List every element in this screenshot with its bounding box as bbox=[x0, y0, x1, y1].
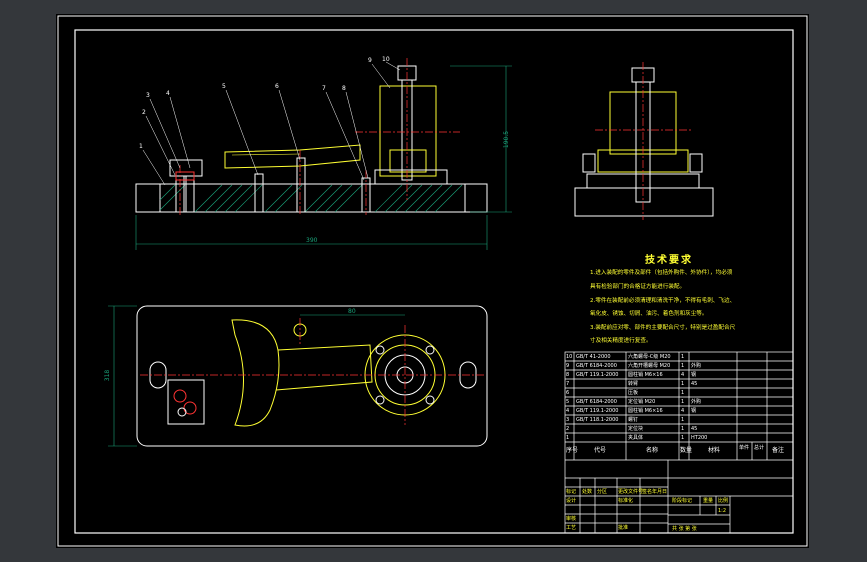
bom-row-7-no: 7 bbox=[566, 381, 570, 387]
bom-row-5-no: 5 bbox=[566, 399, 570, 405]
tech-line-5: 3.装配前应对零、部件的主要配合尺寸，特别是过盈配合尺 bbox=[590, 325, 736, 331]
balloon-5: 5 bbox=[222, 83, 226, 90]
tech-line-6: 寸及相关精度进行复查。 bbox=[590, 338, 652, 344]
outer-frame bbox=[57, 15, 808, 547]
bom-row-4-mat: 钢 bbox=[691, 408, 697, 414]
bom-row-3-no: 3 bbox=[566, 417, 570, 423]
bom-row-9-name: 六角开槽螺母 M20 bbox=[628, 363, 671, 369]
bom-header-name: 名称 bbox=[646, 447, 659, 454]
sheet-info: 共 张 第 张 bbox=[672, 526, 697, 532]
bom-row-1-mat: HT200 bbox=[691, 435, 708, 441]
bom-header-qty: 数量 bbox=[680, 447, 693, 454]
balloon-6: 6 bbox=[275, 83, 279, 90]
sign-count: 处数 bbox=[582, 489, 593, 495]
bom-row-9-mat: 外购 bbox=[691, 363, 702, 369]
bom-row-1-name: 夹具体 bbox=[628, 435, 644, 441]
bom-row-7-qty: 1 bbox=[681, 381, 685, 387]
sign-approve: 批准 bbox=[618, 525, 629, 531]
bom-row-1-no: 1 bbox=[566, 435, 570, 441]
bom-row-6-no: 6 bbox=[566, 390, 570, 396]
bom-header-remark: 备注 bbox=[772, 447, 785, 454]
balloon-7: 7 bbox=[322, 85, 326, 92]
bom-row-8-name: 圆柱销 M6×16 bbox=[628, 372, 663, 378]
side-view bbox=[574, 62, 714, 220]
balloon-4: 4 bbox=[166, 90, 170, 97]
bom-row-10-name: 六角螺母-C级 M20 bbox=[628, 354, 671, 360]
bom-row-9-qty: 1 bbox=[681, 363, 685, 369]
sign-zone: 分区 bbox=[597, 489, 608, 495]
bom-header-code: 代号 bbox=[594, 447, 607, 454]
bom-row-5-code: GB/T 6184-2000 bbox=[576, 399, 617, 405]
balloon-1: 1 bbox=[139, 143, 143, 150]
bom-row-4-code: GB/T 119.1-2000 bbox=[576, 408, 619, 414]
bom-row-10-qty: 1 bbox=[681, 354, 685, 360]
bom-header-mat: 材料 bbox=[708, 447, 721, 454]
bom-row-7-name: 转臂 bbox=[628, 381, 639, 387]
bom-row-10-no: 10 bbox=[566, 354, 573, 360]
sign-standard: 标准化 bbox=[618, 498, 634, 504]
title-block-grid bbox=[564, 351, 794, 534]
bom-header-total: 总计 bbox=[754, 445, 765, 451]
bom-row-3-qty: 1 bbox=[681, 417, 685, 423]
bom-row-3-name: 螺钉 bbox=[628, 417, 639, 423]
balloon-8: 8 bbox=[342, 85, 346, 92]
bom-row-9-no: 9 bbox=[566, 363, 570, 369]
bom-row-7-mat: 45 bbox=[691, 381, 698, 387]
bom-row-4-no: 4 bbox=[566, 408, 570, 414]
tech-requirements-title: 技术要求 bbox=[645, 255, 693, 266]
weight-label: 重量 bbox=[703, 498, 714, 504]
dim-width-text: 318 bbox=[104, 369, 112, 382]
balloon-9: 9 bbox=[368, 57, 372, 64]
sign-design: 设计 bbox=[566, 498, 577, 504]
bom-row-2-qty: 1 bbox=[681, 426, 685, 432]
bom-row-1-qty: 1 bbox=[681, 435, 685, 441]
bom-row-8-code: GB/T 119.1-2000 bbox=[576, 372, 619, 378]
dim-length-text: 390 bbox=[306, 237, 318, 244]
sign-date: 年月日 bbox=[652, 489, 668, 495]
bom-header-unit: 单件 bbox=[739, 445, 750, 451]
sign-process: 工艺 bbox=[566, 525, 577, 531]
sign-signature: 签名 bbox=[642, 489, 653, 495]
dim-height-text: 190.5 bbox=[503, 130, 511, 149]
tech-line-4: 氧化皮、锈蚀、切屑、油污、着色剂和灰尘等。 bbox=[590, 311, 708, 317]
bom-row-4-name: 圆柱销 M6×16 bbox=[628, 408, 663, 414]
bom-row-6-name: 压板 bbox=[628, 390, 639, 396]
dim-span-text: 80 bbox=[348, 308, 356, 315]
bom-row-2-no: 2 bbox=[566, 426, 570, 432]
bom-row-8-mat: 钢 bbox=[691, 372, 697, 378]
balloon-3: 3 bbox=[146, 92, 150, 99]
inner-frame bbox=[74, 29, 794, 534]
top-view bbox=[108, 305, 488, 447]
tech-line-1: 1.进入装配的零件及部件（包括外购件、外协件），均必须 bbox=[590, 270, 733, 276]
bom-row-2-mat: 45 bbox=[691, 426, 698, 432]
front-view bbox=[135, 58, 512, 250]
drawing-paper bbox=[56, 14, 809, 548]
sign-review: 审核 bbox=[566, 516, 577, 522]
bom-row-3-code: GB/T 118.1-2000 bbox=[576, 417, 619, 423]
sign-mark: 标记 bbox=[566, 489, 577, 495]
bom-row-6-qty: 1 bbox=[681, 390, 685, 396]
stage-mark-label: 阶段标记 bbox=[672, 498, 693, 504]
bom-row-5-qty: 1 bbox=[681, 399, 685, 405]
bom-row-5-mat: 外购 bbox=[691, 399, 702, 405]
bom-row-9-code: GB/T 6184-2000 bbox=[576, 363, 617, 369]
balloon-2: 2 bbox=[142, 109, 146, 116]
bom-row-10-code: GB/T 41-2000 bbox=[576, 354, 611, 360]
scale-value: 1:2 bbox=[718, 508, 727, 514]
balloon-10: 10 bbox=[382, 56, 390, 63]
tech-line-3: 2.零件在装配前必须清理和清洗干净，不得有毛刺、飞边、 bbox=[590, 298, 736, 304]
bom-row-8-qty: 4 bbox=[681, 372, 685, 378]
bom-row-8-no: 8 bbox=[566, 372, 570, 378]
scale-label: 比例 bbox=[718, 498, 729, 504]
bom-header-no: 序号 bbox=[566, 447, 579, 454]
sign-change-doc: 更改文件号 bbox=[618, 489, 644, 495]
bom-row-4-qty: 4 bbox=[681, 408, 685, 414]
bom-row-2-name: 定位块 bbox=[628, 426, 644, 432]
bom-row-5-name: 定位销 M20 bbox=[628, 399, 656, 405]
tech-line-2: 具有检验部门的合格证方能进行装配。 bbox=[590, 284, 686, 290]
